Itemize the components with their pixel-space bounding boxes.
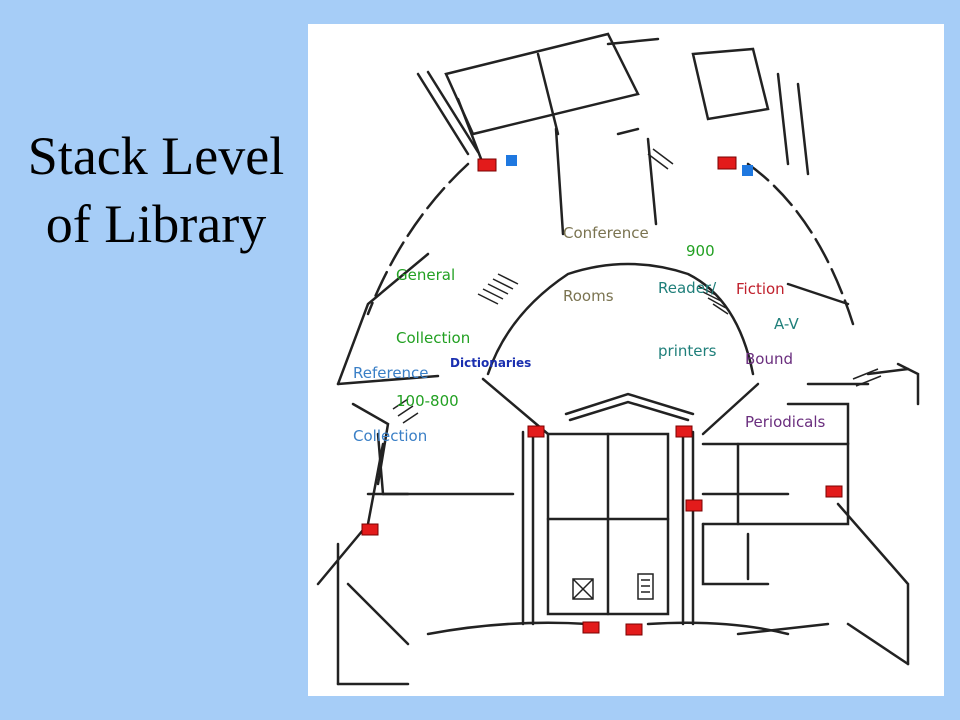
label-general-line-3: 100-800 xyxy=(396,392,459,410)
label-dictionaries-text: Dictionaries xyxy=(450,356,532,370)
red-marker xyxy=(717,156,737,170)
label-conference-rooms: Conference Rooms xyxy=(563,181,649,349)
red-marker xyxy=(675,425,693,438)
floor-plan-drawing xyxy=(316,32,920,686)
label-reader-printers: Reader/ printers xyxy=(658,236,716,404)
slide-title: Stack Level of Library xyxy=(10,122,302,258)
label-reader-line-2: printers xyxy=(658,342,717,360)
label-900-text: 900 xyxy=(686,242,715,260)
slide-title-line-2: of Library xyxy=(45,194,267,254)
label-fiction-text: Fiction xyxy=(736,280,785,298)
label-bound-line-1: Bound xyxy=(745,350,794,368)
red-marker xyxy=(625,623,643,636)
red-marker xyxy=(361,523,379,536)
red-marker xyxy=(825,485,843,498)
floor-plan-map: Conference Rooms General Collection 100-… xyxy=(308,24,944,696)
label-dictionaries: Dictionaries xyxy=(450,311,531,416)
label-general-line-2: Collection xyxy=(396,329,471,347)
blue-marker xyxy=(742,165,753,176)
red-marker xyxy=(527,425,545,438)
slide-title-line-1: Stack Level xyxy=(27,126,285,186)
label-reader-line-1: Reader/ xyxy=(658,279,717,297)
blue-marker xyxy=(506,155,517,166)
label-900: 900 xyxy=(686,199,715,304)
label-fiction: Fiction xyxy=(736,237,785,342)
label-conference-line-2: Rooms xyxy=(563,287,614,305)
label-reference-line-1: Reference xyxy=(353,364,429,382)
label-general-line-1: General xyxy=(396,266,456,284)
label-bound-periodicals: Bound Periodicals xyxy=(745,307,825,475)
label-conference-line-1: Conference xyxy=(563,224,649,242)
label-reference-collection: Reference Collection xyxy=(353,321,429,489)
label-av-text: A-V xyxy=(774,315,799,333)
red-marker xyxy=(477,158,497,172)
label-reference-line-2: Collection xyxy=(353,427,428,445)
marker-group-blue xyxy=(506,155,753,176)
marker-group-red xyxy=(361,156,843,636)
label-bound-line-2: Periodicals xyxy=(745,413,826,431)
red-marker xyxy=(582,621,600,634)
red-marker xyxy=(685,499,703,512)
label-general-collection: General Collection 100-800 xyxy=(396,223,470,454)
floor-plan-walls xyxy=(316,32,920,686)
label-av: A-V xyxy=(774,272,799,377)
stairs xyxy=(392,148,882,600)
